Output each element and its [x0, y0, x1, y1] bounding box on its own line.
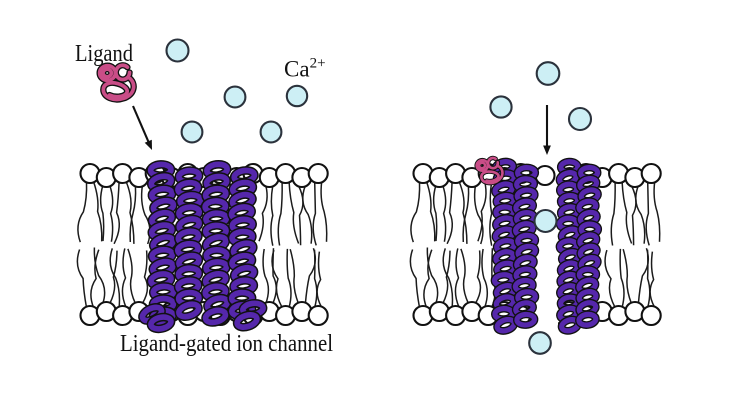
svg-text:Ligand: Ligand	[75, 41, 133, 67]
svg-text:Ligand-gated ion channel: Ligand-gated ion channel	[120, 331, 333, 357]
